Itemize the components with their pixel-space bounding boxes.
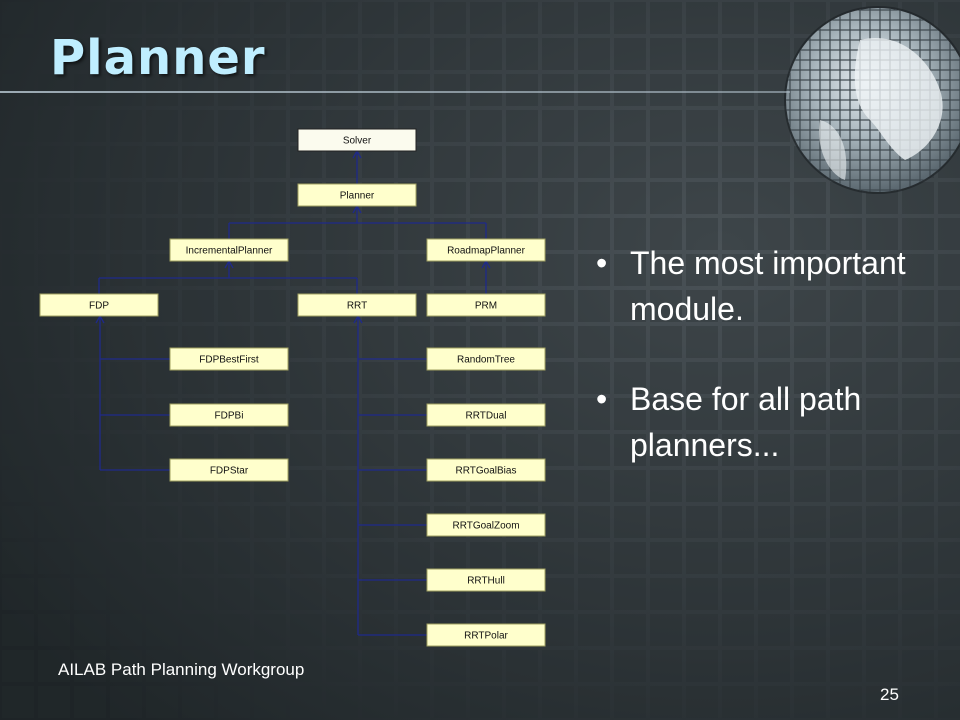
class-node-box [426, 238, 546, 262]
diagram-edges [95, 149, 491, 636]
class-node-box [297, 293, 417, 317]
class-node-label: RRT [347, 301, 367, 312]
class-node-label: RRTGoalZoom [452, 521, 519, 532]
class-node-box [426, 513, 546, 537]
class-node-label: RandomTree [457, 355, 515, 366]
bullet-item: Base for all path planners... [596, 376, 941, 468]
class-node-rrtdual: RRTDual [426, 403, 546, 427]
class-node-label: FDPBestFirst [199, 355, 259, 366]
class-node-box [169, 347, 289, 371]
page-number: 25 [880, 685, 899, 704]
class-node-box [426, 623, 546, 647]
class-node-label: FDP [89, 301, 109, 312]
class-node-label: FDPBi [215, 411, 244, 422]
class-node-label: PRM [475, 301, 497, 312]
class-node-rrtpolar: RRTPolar [426, 623, 546, 647]
class-node-box [297, 183, 417, 207]
class-node-box [169, 238, 289, 262]
class-node-randomtree: RandomTree [426, 347, 546, 371]
class-node-box [169, 458, 289, 482]
class-node-box [39, 293, 159, 317]
bullet-list: The most important module. Base for all … [596, 240, 941, 512]
class-node-box [426, 458, 546, 482]
class-node-label: Planner [340, 191, 375, 202]
class-node-fdpbestfirst: FDPBestFirst [169, 347, 289, 371]
class-node-rrthull: RRTHull [426, 568, 546, 592]
class-node-fdp: FDP [39, 293, 159, 317]
class-node-roadmap: RoadmapPlanner [426, 238, 546, 262]
globe-graphic [784, 6, 960, 194]
class-node-label: RRTGoalBias [456, 466, 517, 477]
class-node-label: RRTHull [467, 576, 505, 587]
class-node-box [426, 403, 546, 427]
footer-text: AILAB Path Planning Workgroup [58, 660, 305, 679]
class-node-solver: Solver [297, 128, 417, 152]
class-node-label: RRTPolar [464, 631, 508, 642]
class-node-rrtgoalbias: RRTGoalBias [426, 458, 546, 482]
class-node-prm: PRM [426, 293, 546, 317]
class-node-box [426, 347, 546, 371]
class-node-label: RoadmapPlanner [447, 246, 525, 257]
class-node-box [297, 128, 417, 152]
class-node-rrt: RRT [297, 293, 417, 317]
class-node-label: IncrementalPlanner [186, 246, 273, 257]
class-node-planner: Planner [297, 183, 417, 207]
class-node-incremental: IncrementalPlanner [169, 238, 289, 262]
class-node-label: FDPStar [210, 466, 249, 477]
class-node-fdpstar: FDPStar [169, 458, 289, 482]
class-node-label: RRTDual [466, 411, 507, 422]
class-node-fdpbi: FDPBi [169, 403, 289, 427]
class-node-box [426, 293, 546, 317]
class-node-label: Solver [343, 136, 372, 147]
slide-title: Planner [50, 30, 266, 86]
class-node-box [169, 403, 289, 427]
title-divider [0, 91, 790, 93]
bullet-item: The most important module. [596, 240, 941, 332]
class-node-box [426, 568, 546, 592]
class-node-rrtgoalzoom: RRTGoalZoom [426, 513, 546, 537]
